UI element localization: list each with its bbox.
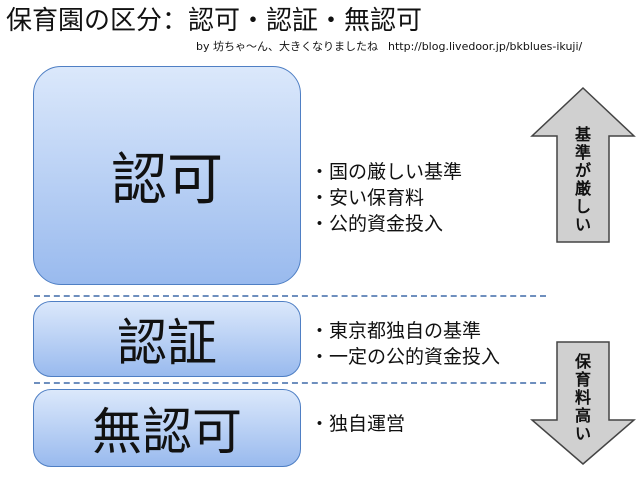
bullet-item: ・安い保育料 (310, 187, 425, 209)
arrow-up-char: が (574, 161, 591, 180)
bullet-item: ・国の厳しい基準 (310, 161, 463, 183)
bullet-list-ninka: ・国の厳しい基準 ・安い保育料 ・公的資金投入 (310, 159, 462, 237)
bullet-list-muninka: ・独自運営 (310, 411, 405, 437)
bullet-item: ・公的資金投入 (310, 213, 444, 235)
arrow-up-char: し (574, 197, 591, 216)
arrow-up-icon (530, 86, 636, 243)
arrow-down-char: 高 (574, 406, 591, 425)
credit-url[interactable]: http://blog.livedoor.jp/bkblues-ikuji/ (388, 40, 583, 53)
arrow-down-char: 保 (574, 352, 591, 371)
bullet-item: ・東京都独自の基準 (310, 320, 482, 342)
bullet-list-ninsho: ・東京都独自の基準 ・一定の公的資金投入 (310, 318, 500, 370)
arrow-down-label: 保 育 料 高 い (530, 353, 636, 443)
arrow-up-char: い (574, 215, 591, 234)
category-label-ninsho: 認証 (117, 314, 217, 372)
arrow-up-shape (530, 86, 636, 243)
credit-line: by 坊ちゃ～ん、大きくなりましたね http://blog.livedoor.j… (196, 40, 582, 54)
credit-byline: by 坊ちゃ～ん、大きくなりましたね (196, 40, 378, 53)
arrow-up-char: 基 (574, 125, 591, 144)
dashed-divider (34, 382, 546, 384)
arrow-down-char: 育 (574, 370, 591, 389)
page-title: 保育園の区分：認可・認証・無認可 (6, 6, 423, 36)
arrow-up-char: 準 (574, 143, 591, 162)
arrow-up-strict-standards: 基 準 が 厳 し い (530, 86, 636, 244)
arrow-down-char: 料 (574, 388, 591, 407)
bullet-item: ・一定の公的資金投入 (310, 346, 501, 368)
category-box-muninka: 無認可 (33, 389, 301, 467)
arrow-down-shape (529, 341, 637, 465)
arrow-up-label: 基 準 が 厳 し い (530, 126, 636, 234)
category-label-muninka: 無認可 (92, 403, 242, 461)
category-box-ninka: 認可 (33, 66, 301, 285)
bullet-item: ・独自運営 (310, 413, 406, 435)
arrow-down-char: い (574, 424, 591, 443)
arrow-down-high-fees: 保 育 料 高 い (529, 340, 637, 466)
arrow-down-icon (529, 341, 637, 465)
category-box-ninsho: 認証 (33, 301, 301, 377)
dashed-divider (34, 295, 546, 297)
category-label-ninka: 認可 (111, 148, 223, 213)
arrow-up-char: 厳 (574, 179, 591, 198)
